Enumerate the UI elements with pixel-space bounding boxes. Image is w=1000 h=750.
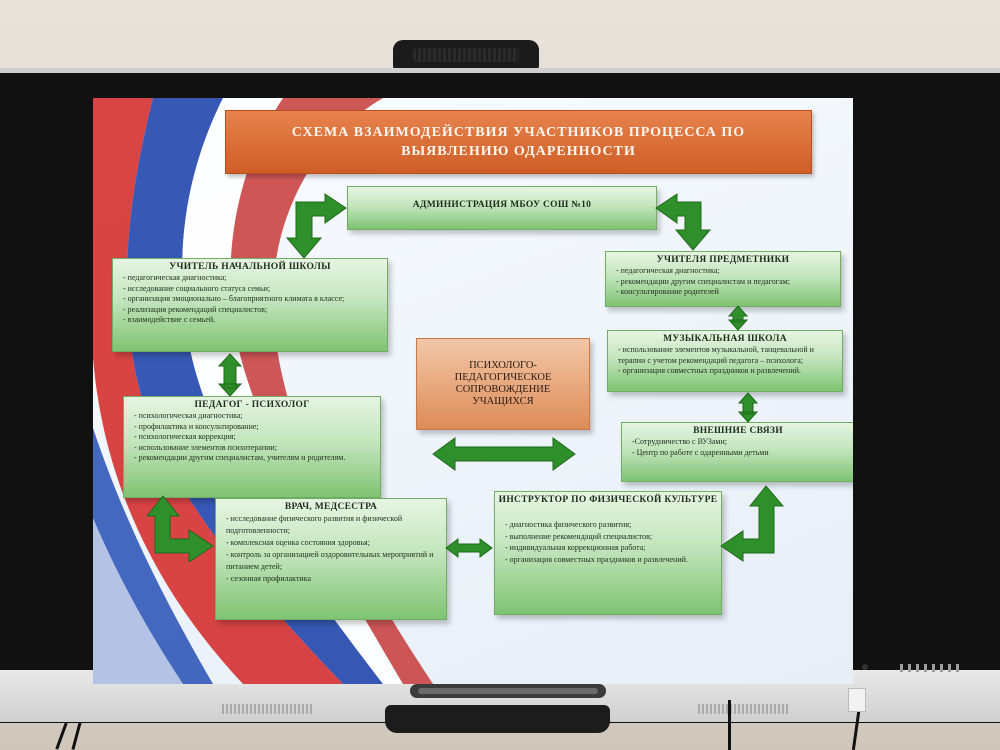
pe-instructor-heading: ИНСТРУКТОР ПО ФИЗИЧЕСКОЙ КУЛЬТУРЕ xyxy=(498,495,718,505)
list-item: - организация совместных праздников и ра… xyxy=(618,366,801,375)
subject-teachers-heading: УЧИТЕЛЯ ПРЕДМЕТНИКИ xyxy=(656,255,790,265)
webcam-lens xyxy=(413,48,519,62)
list-item: - психологическая коррекция; xyxy=(134,432,236,441)
list-item: - диагностика физического развития; xyxy=(505,520,632,529)
list-item: - индивидуальная коррекционная работа; xyxy=(505,543,646,552)
slide-title-text: СХЕМА ВЗАИМОДЕЙСТВИЯ УЧАСТНИКОВ ПРОЦЕССА… xyxy=(291,125,746,159)
primary-teacher-box: УЧИТЕЛЬ НАЧАЛЬНОЙ ШКОЛЫ - педагогическая… xyxy=(112,258,388,352)
list-item: - рекомендации другим специалистам, учит… xyxy=(134,453,346,462)
external-relations-list: -Сотрудничество с ВУЗами; - Центр по раб… xyxy=(622,437,853,458)
cable xyxy=(728,700,731,750)
music-school-box: МУЗЫКАЛЬНАЯ ШКОЛА - использование элемен… xyxy=(607,330,843,392)
administration-box: АДМИНИСТРАЦИЯ МБОУ СОШ №10 xyxy=(347,186,657,230)
bent-arrow-right-top-icon xyxy=(655,193,712,251)
psychologist-list: - психологическая диагностика; - профила… xyxy=(124,411,380,464)
small-double-arrow-icon xyxy=(445,538,493,558)
list-item: - психологическая диагностика; xyxy=(134,411,243,420)
list-item: - исследование социального статуса семьи… xyxy=(123,283,271,293)
list-item: - рекомендации другим специалистам и пед… xyxy=(616,276,790,286)
webcam xyxy=(393,40,539,70)
doctor-heading: ВРАЧ, МЕДСЕСТРА xyxy=(284,502,378,512)
bent-arrow-right-bottom-icon xyxy=(720,485,785,562)
list-item: - выполнение рекомендаций специалистов; xyxy=(505,531,652,541)
power-indicator xyxy=(862,664,868,670)
bent-arrow-left-top-icon xyxy=(285,193,347,259)
list-item: - консультирование родителей xyxy=(616,287,719,296)
list-item: - комплексная оценка состояния здоровья; xyxy=(226,538,370,547)
doctor-list: - исследование физического развития и фи… xyxy=(216,513,446,585)
primary-teacher-heading: УЧИТЕЛЬ НАЧАЛЬНОЙ ШКОЛЫ xyxy=(169,262,331,272)
subject-teachers-list: - педагогическая диагностика; - рекоменд… xyxy=(606,266,840,298)
external-relations-box: ВНЕШНИЕ СВЯЗИ -Сотрудничество с ВУЗами; … xyxy=(621,422,853,482)
center-support-text: ПСИХОЛОГО- ПЕДАГОГИЧЕСКОЕ СОПРОВОЖДЕНИЕ … xyxy=(454,360,552,407)
list-item: - педагогическая диагностика; xyxy=(123,273,227,282)
speaker-grille-right xyxy=(698,704,788,714)
center-support-box: ПСИХОЛОГО- ПЕДАГОГИЧЕСКОЕ СОПРОВОЖДЕНИЕ … xyxy=(416,338,590,430)
administration-heading: АДМИНИСТРАЦИЯ МБОУ СОШ №10 xyxy=(412,200,592,210)
list-item: -Сотрудничество с ВУЗами; xyxy=(632,437,727,446)
doctor-box: ВРАЧ, МЕДСЕСТРА - исследование физическо… xyxy=(215,498,447,620)
list-item: - использование элементов психотерапии; xyxy=(134,442,277,452)
psychologist-heading: ПЕДАГОГ - ПСИХОЛОГ xyxy=(194,400,310,410)
external-relations-heading: ВНЕШНИЕ СВЯЗИ xyxy=(693,426,783,436)
list-item: - реализация рекомендаций специалистов; xyxy=(123,304,268,314)
arrows-layer xyxy=(145,193,785,563)
list-item: - исследование физического развития и фи… xyxy=(226,514,403,535)
primary-teacher-list: - педагогическая диагностика; - исследов… xyxy=(113,273,387,326)
speaker-grille-left xyxy=(222,704,312,714)
list-item: - организация совместных праздников и ра… xyxy=(505,554,688,564)
bent-arrow-left-bottom-icon xyxy=(145,495,214,563)
list-item: - Центр по работе с одаренными детьми xyxy=(632,447,769,457)
list-item: - использование элементов музыкальной, т… xyxy=(618,345,814,365)
pe-instructor-list: - диагностика физического развития; - вы… xyxy=(495,519,721,565)
list-item: - сезонная профилактика xyxy=(226,574,312,583)
list-item: - педагогическая диагностика; xyxy=(616,266,720,275)
vertical-arrow-right-2-icon xyxy=(737,392,759,423)
list-item: - взаимодействие с семьей. xyxy=(123,315,216,324)
display-stand xyxy=(385,705,610,733)
music-school-heading: МУЗЫКАЛЬНАЯ ШКОЛА xyxy=(663,334,787,344)
display-control-bar xyxy=(410,684,606,698)
status-leds xyxy=(900,664,960,672)
list-item: - профилактика и консультирование; xyxy=(134,421,259,431)
center-double-arrow-icon xyxy=(432,437,576,471)
wall-socket xyxy=(848,688,866,712)
slide: СХЕМА ВЗАИМОДЕЙСТВИЯ УЧАСТНИКОВ ПРОЦЕССА… xyxy=(93,98,853,684)
pe-instructor-box: ИНСТРУКТОР ПО ФИЗИЧЕСКОЙ КУЛЬТУРЕ - диаг… xyxy=(494,491,722,615)
list-item: - контроль за организацией оздоровительн… xyxy=(226,550,434,571)
vertical-arrow-left-icon xyxy=(217,353,243,397)
psychologist-box: ПЕДАГОГ - ПСИХОЛОГ - психологическая диа… xyxy=(123,396,381,498)
list-item: - организация эмоционально – благоприятн… xyxy=(123,294,345,303)
slide-title: СХЕМА ВЗАИМОДЕЙСТВИЯ УЧАСТНИКОВ ПРОЦЕССА… xyxy=(225,110,812,174)
vertical-arrow-right-1-icon xyxy=(727,305,749,331)
subject-teachers-box: УЧИТЕЛЯ ПРЕДМЕТНИКИ - педагогическая диа… xyxy=(605,251,841,307)
music-school-list: - использование элементов музыкальной, т… xyxy=(608,345,842,377)
